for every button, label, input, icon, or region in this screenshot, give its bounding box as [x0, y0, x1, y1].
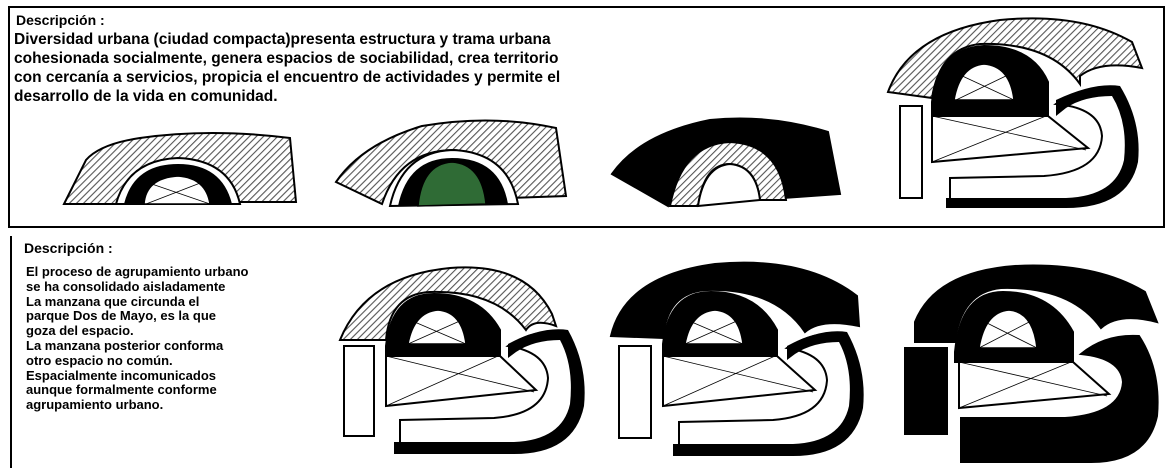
- bottom-description: El proceso de agrupamiento urbano se ha …: [26, 264, 366, 413]
- arch-diagram-hatched: [62, 132, 298, 205]
- bottom-panel-left-rule: [10, 236, 12, 468]
- arch-diagram-green-park: [334, 119, 568, 208]
- bottom-description-line: parque Dos de Mayo, es la que: [26, 308, 216, 324]
- arch-diagram-black-mass: [610, 117, 842, 208]
- top-description-line: con cercanía a servicios, propicia el en…: [14, 69, 561, 86]
- bottom-description-line: otro espacio no común.: [26, 352, 173, 368]
- urban-block-diagram-top: [886, 17, 1144, 208]
- urban-block-diagram-black: [609, 261, 864, 456]
- bottom-description-line: Espacialmente incomunicados: [26, 367, 217, 383]
- top-description-line: cohesionada socialmente, genera espacios…: [14, 50, 559, 67]
- top-description-line: desarrollo de la vida en comunidad.: [14, 88, 278, 105]
- urban-block-diagram-solid: [904, 264, 1159, 463]
- top-heading: Descripción :: [16, 12, 105, 28]
- top-description-panel: [8, 6, 1165, 228]
- bottom-description-line: goza del espacio.: [26, 323, 134, 339]
- bottom-description-line: El proceso de agrupamiento urbano: [26, 264, 249, 279]
- bottom-description-line: La manzana posterior conforma: [26, 337, 224, 353]
- urban-block-diagram-hatched: [338, 266, 585, 454]
- bottom-description-line: aunque formalmente conforme: [26, 382, 217, 398]
- top-description: Diversidad urbana (ciudad compacta)prese…: [14, 30, 834, 106]
- bottom-description-line: La manzana que circunda el: [26, 293, 200, 309]
- bottom-description-line: se ha consolidado aisladamente: [26, 278, 226, 294]
- bottom-heading: Descripción :: [24, 240, 113, 256]
- top-description-line: Diversidad urbana (ciudad compacta)prese…: [14, 31, 551, 48]
- bottom-description-line: agrupamiento urbano.: [26, 397, 164, 413]
